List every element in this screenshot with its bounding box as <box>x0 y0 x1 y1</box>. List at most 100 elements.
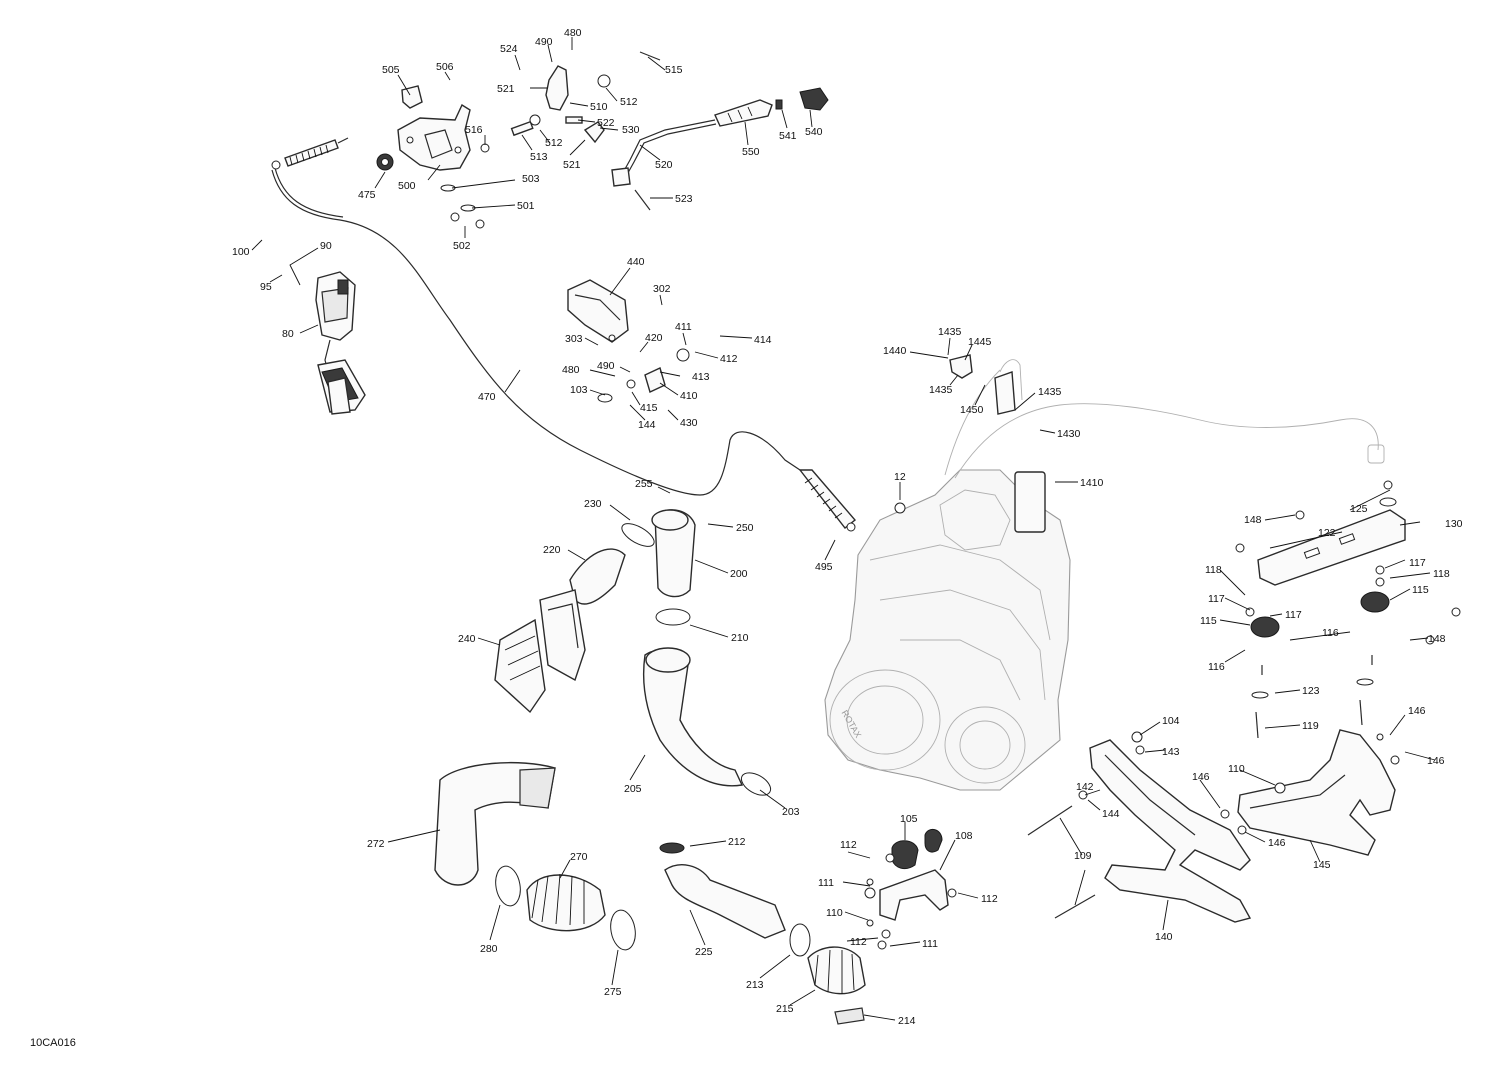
part-label: 122 <box>1318 527 1336 539</box>
part-label: 112 <box>850 936 867 948</box>
part-label: 521 <box>563 159 581 171</box>
part-label: 414 <box>754 334 772 346</box>
part-label: 110 <box>1228 763 1245 775</box>
part-label: 220 <box>543 544 561 556</box>
air-intake-assembly <box>494 509 772 796</box>
part-label: 524 <box>500 43 518 55</box>
part-label: 411 <box>675 321 692 333</box>
part-label: 440 <box>627 256 645 268</box>
part-label: 105 <box>900 813 918 825</box>
throttle-cable <box>271 137 857 532</box>
part-label: 108 <box>955 830 973 842</box>
part-label: 144 <box>638 419 656 431</box>
part-label: 480 <box>562 364 580 376</box>
part-label: 501 <box>517 200 535 212</box>
part-label: 143 <box>1162 746 1180 758</box>
part-label: 117 <box>1409 557 1426 569</box>
part-label: 1445 <box>968 336 992 348</box>
part-label: 510 <box>590 101 608 113</box>
part-label: 520 <box>655 159 673 171</box>
part-label: 275 <box>604 986 622 998</box>
part-label: 475 <box>358 189 376 201</box>
part-label: 212 <box>728 836 746 848</box>
exhaust-ducts <box>434 761 866 1025</box>
part-label: 480 <box>564 27 582 39</box>
cable-end-spring-upper <box>271 137 349 170</box>
part-label: 521 <box>497 83 515 95</box>
part-label: 270 <box>570 851 588 863</box>
part-label: 213 <box>746 979 764 991</box>
part-label: 12 <box>894 471 906 483</box>
part-label: 200 <box>730 568 748 580</box>
part-label: 490 <box>597 360 615 372</box>
part-label: 1410 <box>1080 477 1104 489</box>
part-label: 146 <box>1427 755 1445 767</box>
engine-mount-front <box>864 828 957 950</box>
part-label: 413 <box>692 371 710 383</box>
part-label: 1440 <box>883 345 907 357</box>
pedal-assembly <box>315 271 366 415</box>
part-label: 117 <box>1208 593 1225 605</box>
part-label: 515 <box>665 64 683 76</box>
part-label: 111 <box>922 938 938 950</box>
part-label: 530 <box>622 124 640 136</box>
part-label: 210 <box>731 632 749 644</box>
part-label: 412 <box>720 353 738 365</box>
part-label: 118 <box>1205 564 1222 576</box>
part-label: 125 <box>1350 503 1368 515</box>
part-label: 1450 <box>960 404 984 416</box>
leader-lines <box>251 37 1436 1021</box>
part-label: 115 <box>1412 584 1429 596</box>
part-label: 522 <box>597 117 615 129</box>
shifter-bracket <box>376 85 485 229</box>
part-label: 250 <box>736 522 754 534</box>
part-label: 415 <box>640 402 658 414</box>
part-label: 90 <box>320 240 332 252</box>
part-label: 1435 <box>929 384 953 396</box>
part-label: 495 <box>815 561 833 573</box>
part-label: 420 <box>645 332 663 344</box>
part-label: 541 <box>779 130 797 142</box>
part-label: 205 <box>624 783 642 795</box>
part-label: 503 <box>522 173 540 185</box>
part-label: 513 <box>530 151 548 163</box>
part-label: 80 <box>282 328 294 340</box>
part-label: 112 <box>840 839 857 851</box>
part-label: 116 <box>1208 661 1225 673</box>
diagram-code: 10CA016 <box>30 1037 76 1049</box>
part-label: 255 <box>635 478 653 490</box>
part-label: 523 <box>675 193 693 205</box>
wiring-bracket <box>894 354 1046 533</box>
part-label: 140 <box>1155 931 1173 943</box>
part-label: 104 <box>1162 715 1180 727</box>
part-label: 115 <box>1200 615 1217 627</box>
part-label: 148 <box>1244 514 1262 526</box>
part-label: 146 <box>1192 771 1210 783</box>
part-label: 1435 <box>1038 386 1062 398</box>
part-label: 117 <box>1285 609 1302 621</box>
part-label: 103 <box>570 384 588 396</box>
part-labels: 505 506 524 490 480 515 521 510 512 516 … <box>232 27 1463 1027</box>
part-label: 430 <box>680 417 698 429</box>
part-label: 550 <box>742 146 760 158</box>
control-module-440 <box>567 279 690 403</box>
support-arms <box>1027 729 1400 923</box>
part-label: 119 <box>1302 720 1319 732</box>
part-label: 148 <box>1428 633 1446 645</box>
part-label: 272 <box>367 838 385 850</box>
part-label: 516 <box>465 124 483 136</box>
part-label: 110 <box>826 907 843 919</box>
part-label: 145 <box>1313 859 1331 871</box>
cable-end-spring-lower <box>798 469 857 532</box>
engine-support-plate <box>1235 480 1461 739</box>
part-label: 123 <box>1302 685 1320 697</box>
part-label: 95 <box>260 281 272 293</box>
part-label: 240 <box>458 633 476 645</box>
part-label: 111 <box>818 877 834 889</box>
part-label: 502 <box>453 240 471 252</box>
part-label: 540 <box>805 126 823 138</box>
part-label: 215 <box>776 1003 794 1015</box>
part-label: 230 <box>584 498 602 510</box>
part-label: 302 <box>653 283 671 295</box>
